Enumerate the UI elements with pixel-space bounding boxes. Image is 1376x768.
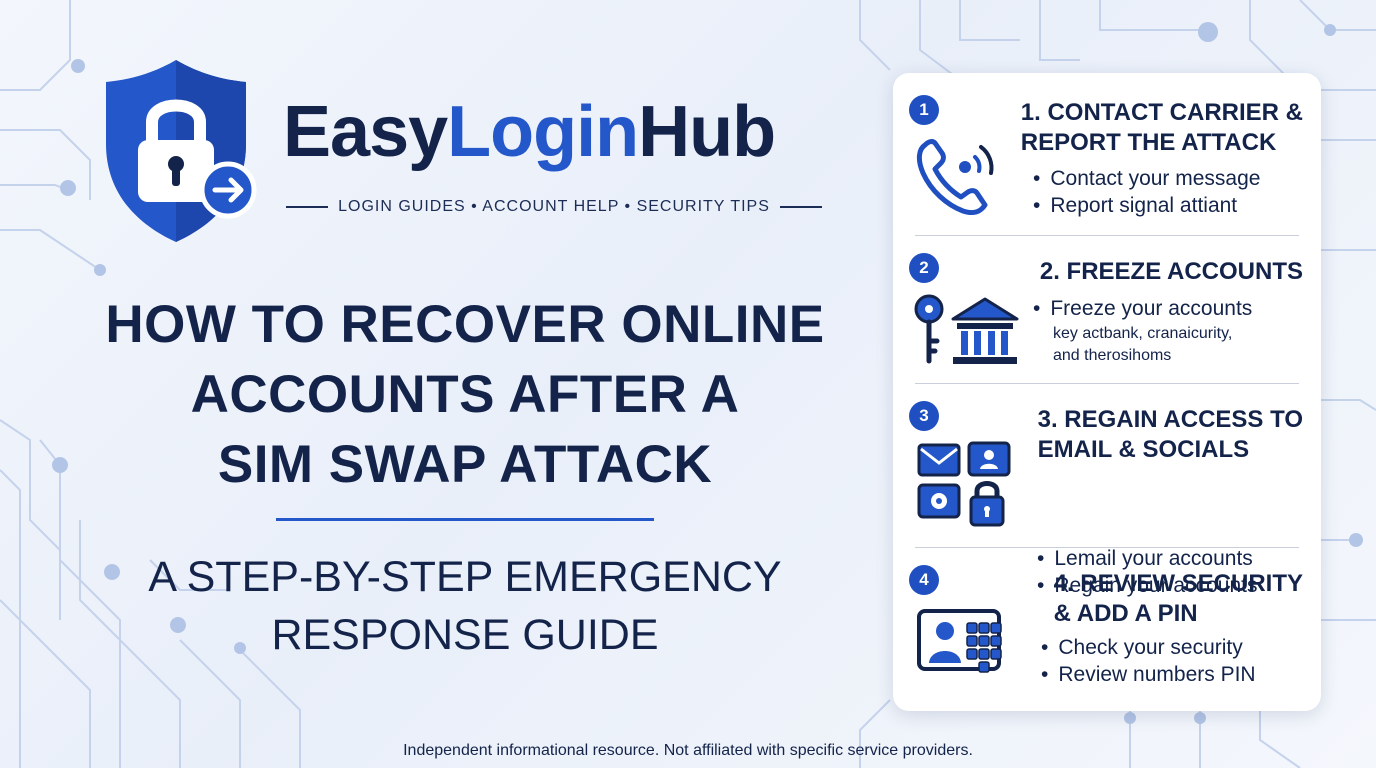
step-separator [915,383,1299,384]
step-number-badge: 1 [909,95,939,125]
step-number-badge: 2 [909,253,939,283]
step-4-bullet: Review numbers PIN [1041,661,1255,688]
step-separator [915,235,1299,236]
tagline-rule-left [286,206,329,208]
step-bullet: Report signal attiant [1033,192,1237,219]
subtitle-line-2: RESPONSE GUIDE [271,611,659,659]
pin-keypad-icon [917,609,1002,673]
key-bank-icon [914,294,1019,364]
step-title-line-2: EMAIL & SOCIALS [1037,436,1250,463]
subtitle-line-1: A STEP-BY-STEP EMERGENCY [148,553,782,601]
phone-icon [916,139,994,216]
page-subtitle: A STEP-BY-STEP EMERGENCY RESPONSE GUIDE [60,548,870,664]
tagline-text: LOGIN GUIDES • ACCOUNT HELP • SECURITY T… [338,198,770,215]
step-title-line-2: REPORT THE ATTACK [1020,129,1277,156]
step-note: and therosihoms [1053,347,1172,364]
step-title: 3. REGAIN ACCESS TO EMAIL & SOCIALS [1038,405,1303,465]
page-title: HOW TO RECOVER ONLINE ACCOUNTS AFTER A S… [60,290,870,500]
step-title-line-1: 3. REGAIN ACCESS TO [1037,406,1303,433]
steps-card: 1 1. CONTACT CARRIER & REPORT THE ATTACK… [893,73,1321,711]
title-divider [276,518,654,521]
step-title: 4. REVIEW SECURITY & ADD A PIN [1054,569,1303,629]
step-title-line-1: 1. CONTACT CARRIER & [1020,99,1303,126]
step-1: 1 1. CONTACT CARRIER & REPORT THE ATTACK… [893,73,1321,235]
step-note: key actbank, cranaicurity, [1053,325,1233,342]
step-2: 2 2. FREEZE ACCOUNTS Freeze your account… [893,235,1321,383]
email-social-icon [917,441,1011,527]
title-line-3: SIM SWAP ATTACK [217,435,713,494]
step-title: 1. CONTACT CARRIER & REPORT THE ATTACK [1021,98,1303,158]
title-line-1: HOW TO RECOVER ONLINE [105,295,825,354]
tagline-rule-right [779,206,822,208]
brand-tagline: LOGIN GUIDES • ACCOUNT HELP • SECURITY T… [286,198,822,216]
step-bullet: Regain your accounts [1037,572,1257,599]
step-title-line-2: & ADD A PIN [1053,600,1198,627]
footer-disclaimer: Independent informational resource. Not … [403,742,973,759]
step-4: 4 4. REVIEW SECURITY & ADD A PIN [893,547,1321,711]
title-line-2: ACCOUNTS AFTER A [190,365,740,424]
step-3: 3 3. REGAIN ACCESS TO EMAIL & SOCIALS [893,383,1321,547]
step-title-line-1: 4. REVIEW SECURITY [1053,570,1303,597]
step-bullet: Contact your message [1033,165,1260,192]
step-title: 2. FREEZE ACCOUNTS [1040,257,1303,287]
brand-name: EasyLoginHub [283,96,776,168]
step-4-bullet: Check your security [1041,634,1242,661]
step-number-badge: 4 [909,565,939,595]
step-separator [915,547,1299,548]
step-bullet: Freeze your accounts [1033,295,1252,322]
shield-lock-icon [106,60,257,242]
brand-part-easy: Easy [283,92,448,172]
brand-part-hub: Hub [638,92,776,172]
brand-part-login: Login [447,92,639,172]
step-title-line-1: 2. FREEZE ACCOUNTS [1039,258,1303,285]
step-bullet: Lemail your accounts [1037,545,1252,572]
step-number-badge: 3 [909,401,939,431]
